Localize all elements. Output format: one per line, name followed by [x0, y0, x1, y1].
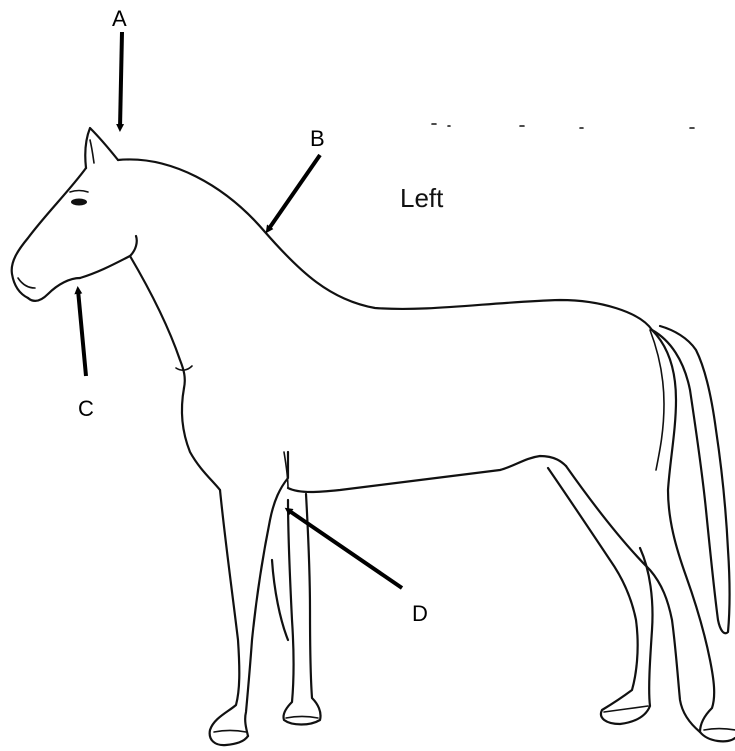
horse-near-hindleg-front — [566, 466, 700, 732]
horse-eye — [71, 199, 87, 206]
horse-inner-ear — [90, 140, 94, 163]
horse-outline — [12, 124, 735, 745]
horse-jaw — [80, 236, 137, 278]
horse-ear — [85, 128, 118, 168]
horse-neck-crease — [176, 366, 192, 370]
marker-label-d: D — [412, 603, 428, 625]
arrow-c — [78, 290, 86, 376]
arrow-a — [120, 32, 122, 128]
horse-topline — [118, 159, 652, 330]
side-label: Left — [400, 185, 443, 211]
marker-label-c: C — [78, 398, 94, 420]
arrow-d — [288, 510, 402, 588]
arrow-b — [268, 155, 320, 230]
pointer-arrows — [78, 32, 402, 588]
horse-far-hoof — [286, 717, 318, 719]
background-speck — [432, 124, 694, 128]
horse-far-hind-hoof — [604, 706, 648, 712]
horse-near-hoof — [214, 731, 246, 733]
horse-near-foreleg-back — [245, 452, 288, 736]
horse-chest — [182, 388, 220, 490]
horse-near-hind-hoof — [704, 729, 735, 731]
horse-near-foreleg-front — [210, 490, 248, 745]
horse-hip-line — [650, 330, 664, 470]
horse-lip — [18, 278, 35, 288]
horse-far-foreleg-shadow — [272, 560, 288, 640]
horse-brow — [70, 191, 88, 193]
marker-label-b: B — [310, 128, 325, 150]
horse-near-hindleg — [652, 330, 735, 741]
horse-far-hindleg — [548, 468, 653, 724]
horse-belly — [288, 456, 566, 492]
marker-label-a: A — [112, 8, 127, 30]
horse-muzzle — [28, 278, 80, 301]
